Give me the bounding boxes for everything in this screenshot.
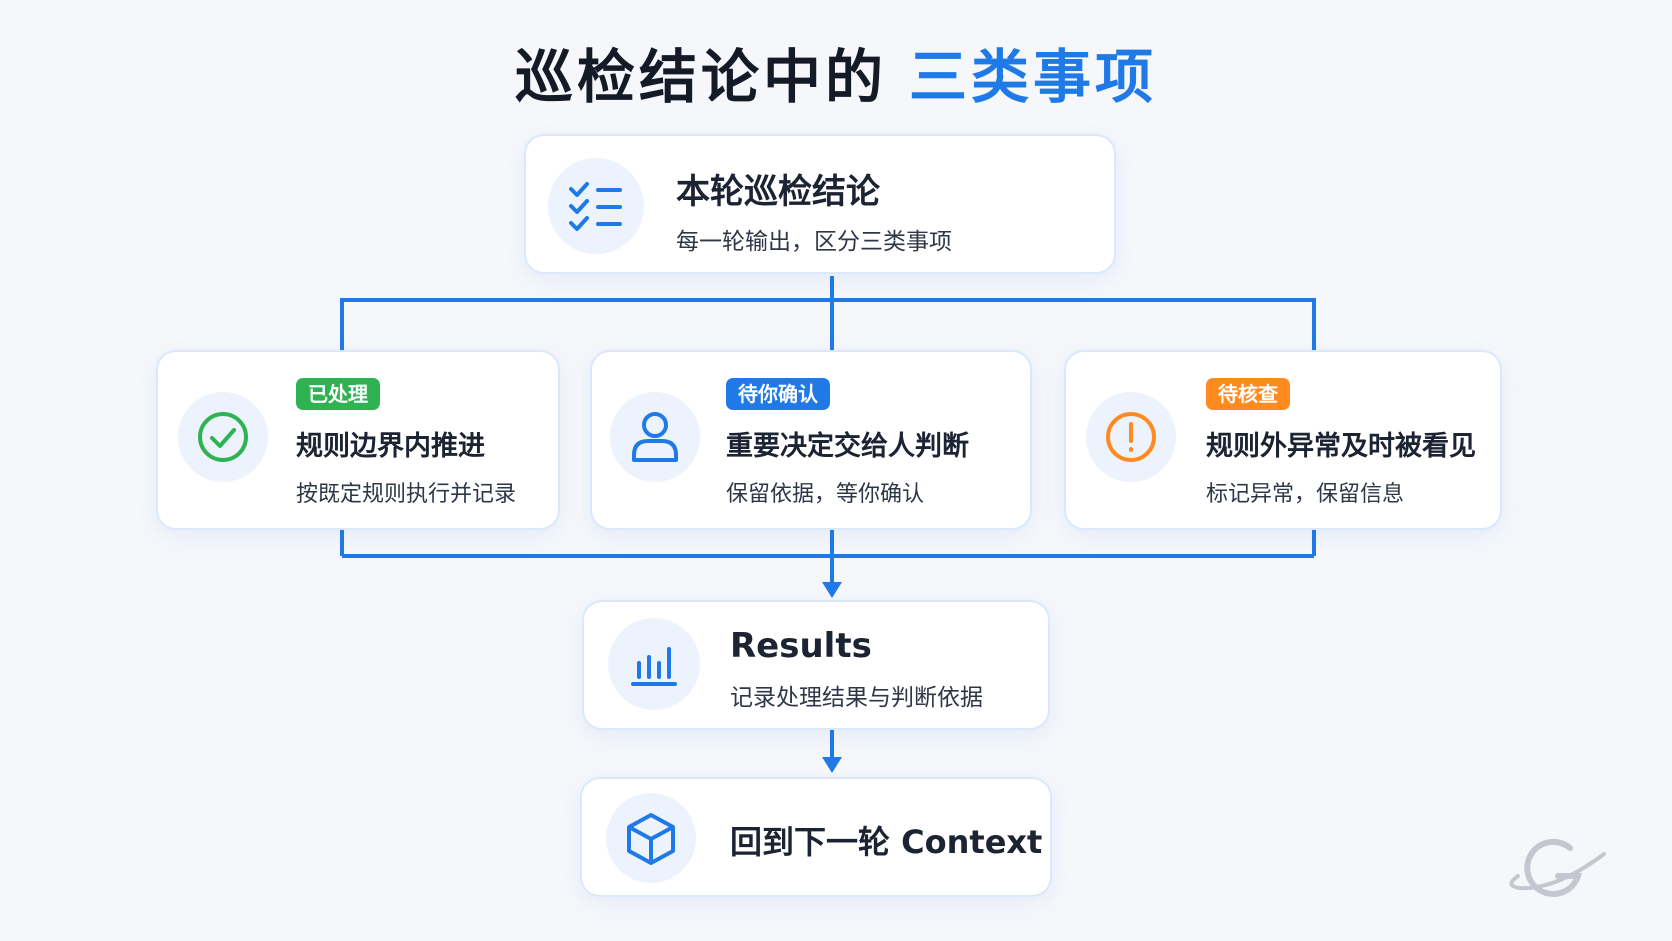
status-badge-confirm: 待你确认 (726, 378, 830, 410)
user-icon (610, 392, 700, 482)
results-title: Results (730, 626, 872, 666)
conclusion-subtitle: 每一轮输出，区分三类事项 (676, 229, 952, 255)
category-subtitle-review: 标记异常，保留信息 (1206, 482, 1405, 507)
category-title-review: 规则外异常及时被看见 (1206, 431, 1476, 462)
category-subtitle-confirm: 保留依据，等你确认 (726, 482, 925, 507)
check-circle-icon (178, 392, 268, 482)
title-highlight: 三类事项 (909, 43, 1158, 111)
bar-chart-icon (608, 618, 700, 710)
title-main: 巡检结论中的 (514, 43, 887, 111)
brand-logo (1500, 832, 1612, 908)
context-card: 回到下一轮 Context (580, 777, 1052, 897)
checklist-icon (548, 158, 644, 254)
status-badge-processed: 已处理 (296, 378, 380, 410)
category-card-review: 待核查 规则外异常及时被看见 标记异常，保留信息 (1064, 350, 1502, 530)
conclusion-card: 本轮巡检结论 每一轮输出，区分三类事项 (524, 134, 1116, 274)
category-title-processed: 规则边界内推进 (296, 431, 485, 462)
status-badge-review: 待核查 (1206, 378, 1290, 410)
category-card-confirm: 待你确认 重要决定交给人判断 保留依据，等你确认 (590, 350, 1032, 530)
results-card: Results 记录处理结果与判断依据 (582, 600, 1050, 730)
category-subtitle-processed: 按既定规则执行并记录 (296, 482, 517, 507)
alert-circle-icon (1086, 392, 1176, 482)
cube-icon (606, 793, 696, 883)
conclusion-title: 本轮巡检结论 (676, 172, 880, 212)
page-title: 巡检结论中的三类事项 (0, 30, 1672, 114)
arrow-to-results (822, 582, 842, 598)
results-subtitle: 记录处理结果与判断依据 (730, 685, 983, 711)
category-title-confirm: 重要决定交给人判断 (726, 431, 969, 462)
category-card-processed: 已处理 规则边界内推进 按既定规则执行并记录 (156, 350, 560, 530)
arrow-to-context (822, 757, 842, 773)
context-title: 回到下一轮 Context (730, 823, 1043, 861)
